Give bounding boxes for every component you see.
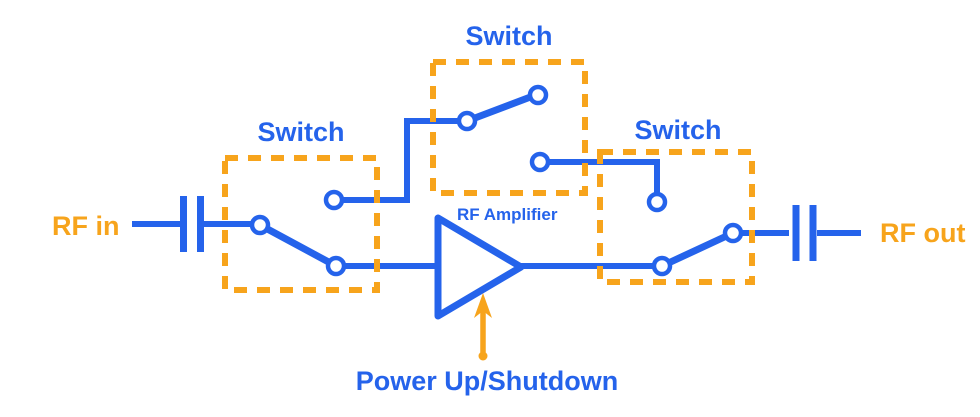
middle-switch-label: Switch [465,21,552,51]
right-switch-lever [658,229,737,270]
rf-amplifier-triangle [434,214,525,320]
middle-switch-bottom-contact-node [529,151,551,173]
power-control-arrow [474,293,492,361]
middle-switch-pole-node [456,110,478,132]
left-switch-label: Switch [257,117,344,147]
rf-out-label: RF out [880,218,965,248]
right-switch-box [597,149,755,285]
left-switch-bottom-contact-node [325,255,347,277]
arrow-origin-dot [478,351,488,361]
rf-in-label: RF in [52,211,120,241]
right-switch-top-contact-node [646,191,668,213]
left-switch-lever [256,221,340,270]
right-switch-label: Switch [634,115,721,145]
right-switch-pole-node [722,222,744,244]
left-switch-box [222,155,380,293]
switch-nodes [249,84,744,277]
output-capacitor [792,205,817,261]
rf-amplifier-label: RF Amplifier [457,205,558,224]
input-capacitor [180,196,204,252]
middle-switch-top-contact-node [527,84,549,106]
wire-middle-bottom-to-right-top [540,159,660,202]
power-up-shutdown-label: Power Up/Shutdown [356,366,619,396]
right-switch-bottom-contact-node [651,255,673,277]
wire-bypass-left-to-middle-pole [334,118,467,203]
left-switch-top-contact-node [323,189,345,211]
arrow-up-icon [474,293,492,318]
middle-switch-box [430,59,588,196]
left-switch-pole-node [249,214,271,236]
